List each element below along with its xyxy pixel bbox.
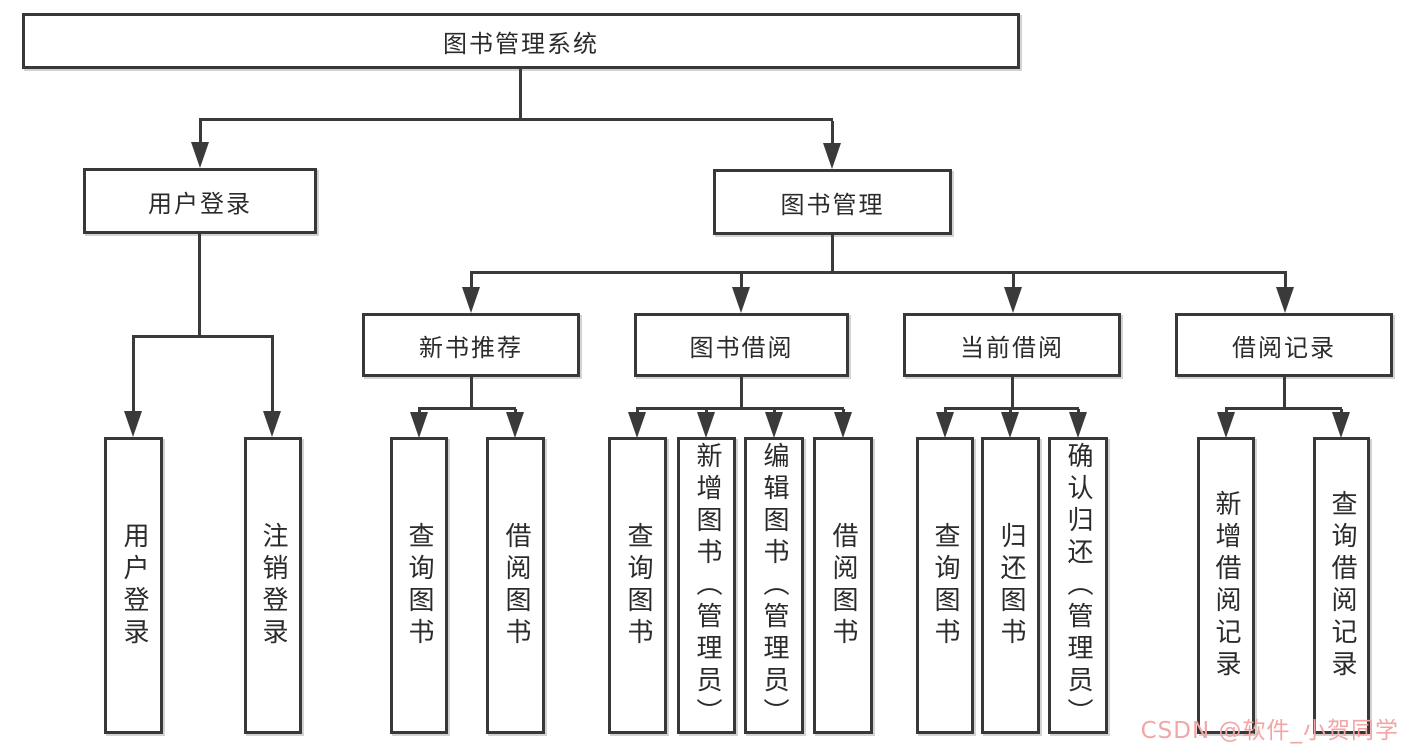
arrowhead-down-icon [697, 412, 715, 438]
arrowhead-down-icon [834, 412, 852, 438]
connector-line [1283, 377, 1286, 410]
arrowhead-down-icon [1001, 412, 1019, 438]
connector-line [470, 377, 473, 410]
connector-line [1011, 377, 1014, 410]
connector-line [470, 271, 1287, 274]
connector-line [199, 121, 202, 147]
leaf-current-return-books: 归还图书 [981, 437, 1040, 734]
leaf-logout: 注销登录 [244, 437, 302, 734]
leaf-borrow-query-books: 查询图书 [608, 437, 667, 734]
connector-line [132, 338, 135, 414]
connector-line [1225, 407, 1342, 410]
arrowhead-down-icon [823, 143, 841, 169]
connector-line [1284, 274, 1287, 290]
arrowhead-down-icon [506, 412, 524, 438]
arrowhead-down-icon [263, 411, 281, 437]
connector-line [740, 377, 743, 410]
arrowhead-down-icon [1332, 412, 1350, 438]
connector-line [418, 407, 516, 410]
node-new-book-recommend: 新书推荐 [362, 313, 580, 377]
arrowhead-down-icon [628, 412, 646, 438]
connector-line [944, 407, 1079, 410]
arrowhead-down-icon [191, 142, 209, 168]
connector-line [740, 274, 743, 290]
connector-line [470, 274, 473, 290]
node-current-borrow: 当前借阅 [903, 313, 1121, 377]
node-book-manage: 图书管理 [713, 169, 952, 235]
leaf-records-query-record: 查询借阅记录 [1313, 437, 1370, 734]
leaf-records-add-record: 新增借阅记录 [1197, 437, 1255, 734]
arrowhead-down-icon [124, 411, 142, 437]
arrowhead-down-icon [936, 412, 954, 438]
node-borrow-records: 借阅记录 [1175, 313, 1393, 377]
leaf-borrow-add-books-admin: 新增图书（管理员） [677, 437, 736, 734]
leaf-recommend-borrow-books: 借阅图书 [486, 437, 545, 734]
connector-line [636, 407, 844, 410]
node-user-login: 用户登录 [83, 168, 317, 234]
arrowhead-down-icon [1069, 412, 1087, 438]
node-book-borrow: 图书借阅 [634, 313, 849, 377]
connector-line [198, 234, 201, 338]
connector-line [271, 338, 274, 414]
leaf-borrow-edit-books-admin: 编辑图书（管理员） [744, 437, 804, 734]
arrowhead-down-icon [1276, 287, 1294, 313]
arrowhead-down-icon [462, 287, 480, 313]
leaf-current-confirm-return-admin: 确认归还（管理员） [1048, 437, 1108, 734]
arrowhead-down-icon [765, 412, 783, 438]
leaf-user-login: 用户登录 [104, 437, 163, 734]
arrowhead-down-icon [1217, 412, 1235, 438]
node-library-system: 图书管理系统 [22, 13, 1020, 69]
connector-line [831, 235, 834, 274]
arrowhead-down-icon [410, 412, 428, 438]
leaf-current-query-books: 查询图书 [916, 437, 974, 734]
connector-line [831, 121, 834, 147]
csdn-watermark: CSDN @软件_小贺同学 [1140, 718, 1399, 744]
arrowhead-down-icon [732, 287, 750, 313]
leaf-recommend-query-books: 查询图书 [390, 437, 448, 734]
leaf-borrow-borrow-books: 借阅图书 [813, 437, 873, 734]
connector-line [199, 118, 833, 121]
arrowhead-down-icon [1004, 287, 1022, 313]
connector-line [1012, 274, 1015, 290]
connector-line [132, 335, 274, 338]
connector-line [519, 69, 522, 121]
